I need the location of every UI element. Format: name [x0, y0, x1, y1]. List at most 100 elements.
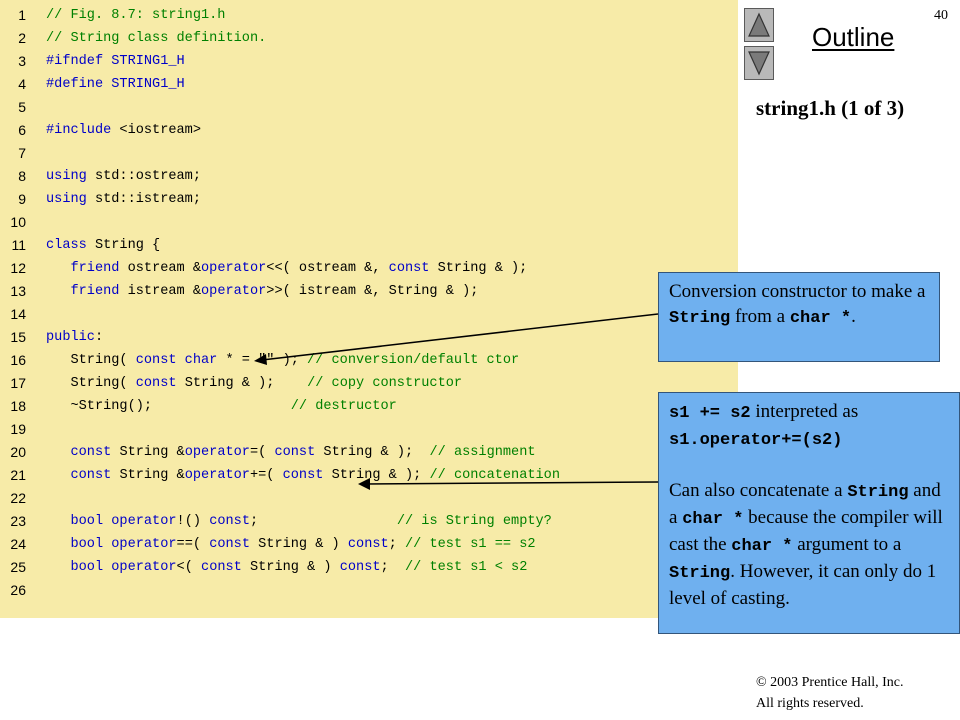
code-token [46, 284, 70, 299]
code-text: public: [46, 326, 103, 349]
line-number: 19 [10, 421, 26, 437]
code-token: const [201, 560, 250, 575]
code-text: const String &operator+=( const String &… [46, 464, 560, 487]
code-token: String & ) [258, 537, 348, 552]
line-number: 7 [18, 145, 26, 161]
code-token: using [46, 169, 95, 184]
code-token: String( [46, 353, 136, 368]
code-token: friend [70, 284, 128, 299]
code-token: String { [94, 238, 161, 253]
line-number: 11 [11, 237, 26, 253]
callout-text: argument to a [792, 534, 902, 555]
code-token: const [70, 468, 120, 483]
code-token: ostream & [127, 261, 202, 276]
code-text: #include <iostream> [46, 119, 201, 142]
code-text: const String &operator=( const String & … [46, 441, 536, 464]
code-token: operator [184, 468, 250, 483]
line-number: 8 [18, 168, 26, 184]
code-token: // test s1 < s2 [405, 560, 528, 575]
code-token: String & ); [331, 468, 430, 483]
code-text: #define STRING1_H [46, 73, 185, 96]
line-number: 10 [10, 214, 26, 230]
copyright-line-1: 2003 Prentice Hall, Inc. [766, 675, 904, 690]
code-text: // String class definition. [46, 27, 266, 50]
code-token: ~String(); [46, 399, 291, 414]
code-token: STRING1_H [111, 54, 185, 69]
code-token: const [388, 261, 438, 276]
code-token [46, 537, 70, 552]
code-text: friend ostream &operator<<( ostream &, c… [46, 257, 527, 280]
code-token: !() [176, 514, 210, 529]
copyright-line-2: All rights reserved. [756, 696, 864, 711]
code-text: #ifndef STRING1_H [46, 50, 185, 73]
code-token: // Fig. 8.7: string1.h [46, 8, 226, 23]
callout-text: Conversion constructor to make a [669, 281, 926, 302]
code-token: istream & [127, 284, 202, 299]
code-token: <<( ostream &, [266, 261, 389, 276]
code-text: bool operator<( const String & ) const; … [46, 556, 527, 579]
code-token: <( [176, 560, 202, 575]
code-token: String & [119, 445, 185, 460]
code-token: * = "" ); [225, 353, 308, 368]
code-text: class String { [46, 234, 160, 257]
callout-code: char * [682, 510, 744, 529]
code-token: const [135, 376, 185, 391]
code-text: bool operator==( const String & ) const;… [46, 533, 536, 556]
line-number: 6 [18, 122, 26, 138]
code-token: const [282, 468, 332, 483]
code-token: STRING1_H [111, 77, 185, 92]
code-token [46, 445, 70, 460]
code-token: String & ); [323, 445, 430, 460]
code-token: const [70, 445, 120, 460]
code-text: friend istream &operator>>( istream &, S… [46, 280, 478, 303]
code-token: public [46, 330, 95, 345]
line-number: 18 [10, 398, 26, 414]
code-token: // String class definition. [46, 31, 267, 46]
code-token: bool operator [70, 560, 177, 575]
code-token: // concatenation [429, 468, 560, 483]
code-token: ; [249, 514, 397, 529]
callout-code: String [847, 483, 909, 502]
code-token: +=( [249, 468, 283, 483]
outline-title[interactable]: Outline [812, 22, 895, 52]
code-token [46, 261, 70, 276]
line-number: 23 [10, 513, 26, 529]
code-token [46, 560, 70, 575]
code-text: // Fig. 8.7: string1.h [46, 4, 225, 27]
code-token: : [94, 330, 104, 345]
code-text: ~String(); // destructor [46, 395, 396, 418]
callout-text: . [851, 306, 856, 327]
slide-number: 40 [934, 8, 948, 23]
code-token: ; [380, 560, 405, 575]
callout-paragraph-gap [669, 453, 949, 478]
code-token: >>( istream &, String & ); [266, 284, 479, 299]
code-token: const char [135, 353, 226, 368]
code-token: String & [119, 468, 185, 483]
code-token: // copy constructor [307, 376, 463, 391]
callout-concatenation: s1 += s2 interpreted as s1.operator+=(s2… [658, 392, 960, 634]
code-token: using [46, 192, 95, 207]
callout-text: because the compiler will cast the [669, 507, 943, 555]
line-number: 20 [10, 444, 26, 460]
code-token: <iostream> [119, 123, 201, 138]
code-token: String & ); [184, 376, 308, 391]
code-token: const [209, 514, 250, 529]
line-number: 17 [10, 375, 26, 391]
line-number: 16 [10, 352, 26, 368]
line-number: 2 [18, 30, 26, 46]
code-text: using std::ostream; [46, 165, 201, 188]
code-token: // assignment [429, 445, 536, 460]
callout-code: String [669, 309, 731, 328]
callout-text: interpreted as [750, 401, 859, 422]
code-token: String & ); [437, 261, 528, 276]
code-token: // test s1 == s2 [405, 537, 536, 552]
line-number: 5 [18, 99, 26, 115]
code-token: String & ) [249, 560, 340, 575]
next-slide-button[interactable] [744, 46, 774, 80]
code-text: String( const String & ); // copy constr… [46, 372, 462, 395]
callout-code: s1 += s2 [669, 404, 751, 423]
code-token [46, 468, 70, 483]
code-text: bool operator!() const; // is String emp… [46, 510, 551, 533]
previous-slide-button[interactable] [744, 8, 774, 42]
